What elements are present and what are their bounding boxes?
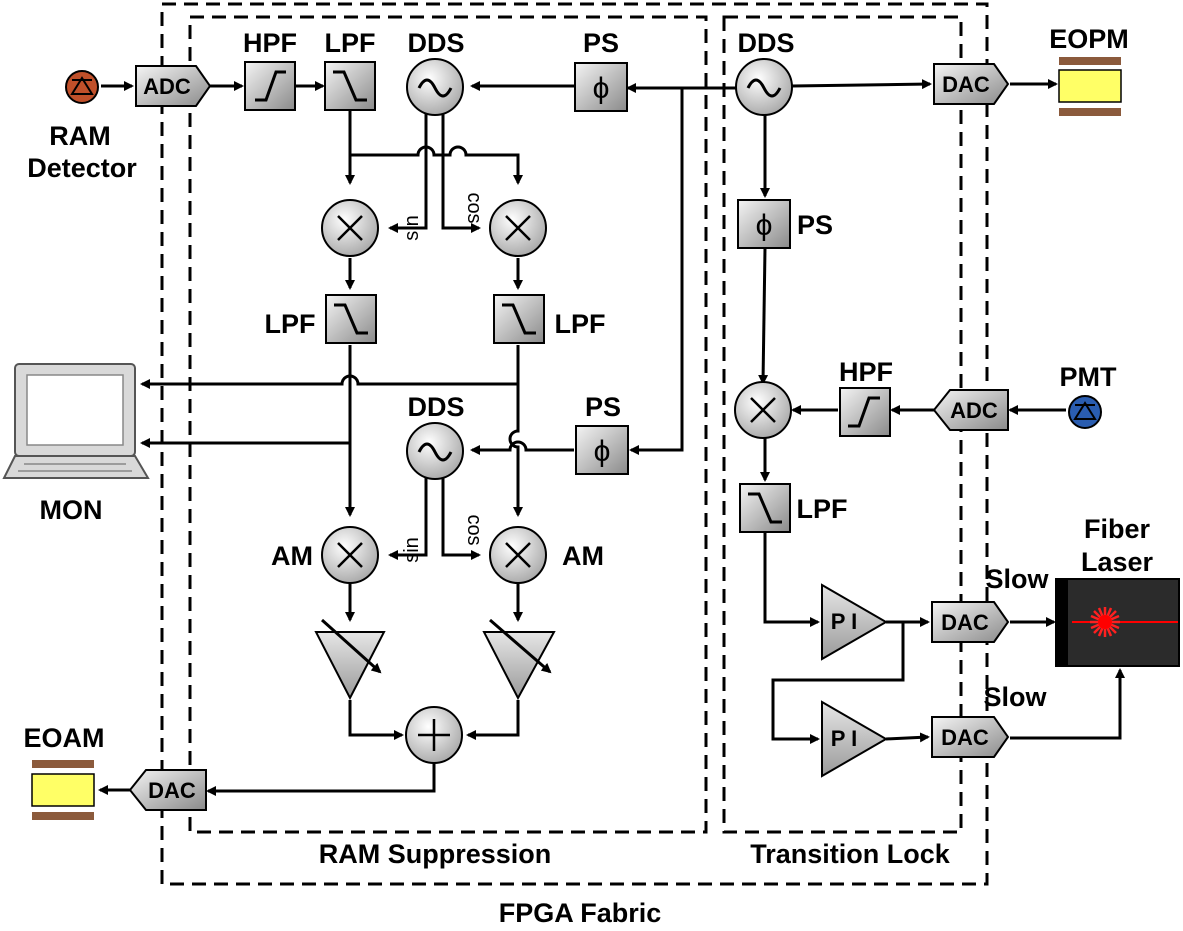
dac-eopm: DAC <box>933 63 1010 105</box>
mixer-sin <box>321 199 379 257</box>
multiply-icon <box>505 542 531 568</box>
hpf-label: HPF <box>243 28 297 58</box>
variable-gain-i <box>314 618 386 701</box>
ps-demod: PS ϕ <box>574 28 628 112</box>
multiply-icon <box>750 397 776 423</box>
multiply-icon <box>337 542 363 568</box>
filter-icon <box>255 70 286 102</box>
multiply-icon <box>505 215 531 241</box>
fpga-fabric-label: FPGA Fabric <box>499 898 662 928</box>
eopm-label: EOPM <box>1049 24 1129 54</box>
lpf-label: LPF <box>325 28 376 58</box>
lpf-q: LPF <box>493 294 606 344</box>
dac-label: DAC <box>941 725 989 750</box>
signal-wires <box>98 79 1125 796</box>
filter-icon <box>502 303 536 335</box>
ps-lock: ϕ PS <box>737 199 833 249</box>
mixer-lock <box>734 381 792 439</box>
plus-icon <box>418 719 450 751</box>
dds-label: DDS <box>737 28 794 58</box>
pi-label: P I <box>831 726 858 751</box>
transition-lock-label: Transition Lock <box>750 839 951 869</box>
lpf-i: LPF <box>265 294 377 344</box>
adder <box>405 706 463 764</box>
sine-wave-icon <box>746 78 782 98</box>
dac-laser-2: DAC <box>931 716 1010 758</box>
pmt: PMT <box>1060 362 1118 429</box>
dds-demod: DDS <box>406 28 465 116</box>
dac-laser-1: DAC <box>931 601 1010 643</box>
cos-label: cos <box>463 192 485 223</box>
dac-label: DAC <box>148 778 196 803</box>
cos-label: cos <box>463 514 485 545</box>
fiber-laser-label-line1: Fiber <box>1084 514 1151 544</box>
sine-wave-icon <box>417 442 453 462</box>
lpf-label: LPF <box>265 309 316 339</box>
ps-label: PS <box>797 210 833 240</box>
eoam-label: EOAM <box>24 723 105 753</box>
sin-label: sin <box>401 537 423 563</box>
mon-label: MON <box>40 495 103 525</box>
hpf-ram: HPF <box>243 28 297 111</box>
am-label: AM <box>271 541 313 571</box>
phi-icon: ϕ <box>593 72 610 105</box>
dds-mod: DDS <box>406 392 465 480</box>
ps-mod: PS ϕ <box>575 392 629 475</box>
eoam: EOAM <box>24 723 105 820</box>
lpf-label: LPF <box>797 494 848 524</box>
filter-icon <box>333 70 367 102</box>
filter-icon <box>748 492 782 524</box>
fiber-laser: Fiber Laser <box>1055 514 1180 667</box>
slow-label: Slow <box>983 682 1047 712</box>
mixer-cos <box>489 199 547 257</box>
phi-icon: ϕ <box>756 209 773 242</box>
eopm: EOPM <box>1049 24 1129 116</box>
ram-suppression-label: RAM Suppression <box>319 839 552 869</box>
variable-gain-q <box>482 618 556 701</box>
lpf-ram-input: LPF <box>324 28 376 111</box>
filter-icon <box>334 303 368 335</box>
dac-label: DAC <box>942 72 990 97</box>
ram-detector-label-line2: Detector <box>27 153 137 183</box>
photodiode-icon <box>1068 395 1102 429</box>
adc-label: ADC <box>950 398 998 423</box>
sine-wave-icon <box>417 78 453 98</box>
adc-label: ADC <box>143 74 191 99</box>
dds-lock: DDS <box>735 28 795 116</box>
dac-eoam: DAC <box>128 769 207 811</box>
dds-label: DDS <box>407 28 464 58</box>
monitor: MON <box>2 363 150 525</box>
adc-ram: ADC <box>135 65 212 107</box>
pi-controller-fast: P I <box>821 583 888 661</box>
fiber-laser-label-line2: Laser <box>1081 547 1154 577</box>
slow-label: Slow <box>985 564 1049 594</box>
ps-label: PS <box>585 392 621 422</box>
am-mixer-sin: AM <box>271 526 379 584</box>
pmt-label: PMT <box>1060 362 1118 392</box>
ps-label: PS <box>583 28 619 58</box>
pi-controller-slow: P I <box>821 700 888 778</box>
phi-icon: ϕ <box>594 435 611 468</box>
multiply-icon <box>337 215 363 241</box>
dds-label: DDS <box>407 392 464 422</box>
ram-detector: RAM Detector <box>27 70 137 183</box>
sin-label: sin <box>401 215 423 241</box>
hpf-lock: HPF <box>839 357 893 437</box>
ram-detector-label-line1: RAM <box>49 121 111 151</box>
am-label: AM <box>562 541 604 571</box>
lpf-lock: LPF <box>739 483 848 533</box>
photodiode-icon <box>65 70 99 104</box>
hpf-label: HPF <box>839 357 893 387</box>
adc-lock: ADC <box>932 389 1009 431</box>
pi-label: P I <box>831 609 858 634</box>
dac-label: DAC <box>941 610 989 635</box>
filter-icon <box>848 396 880 428</box>
lpf-label: LPF <box>555 309 606 339</box>
am-mixer-cos: AM <box>489 526 604 584</box>
ram-suppression-region <box>188 15 708 834</box>
